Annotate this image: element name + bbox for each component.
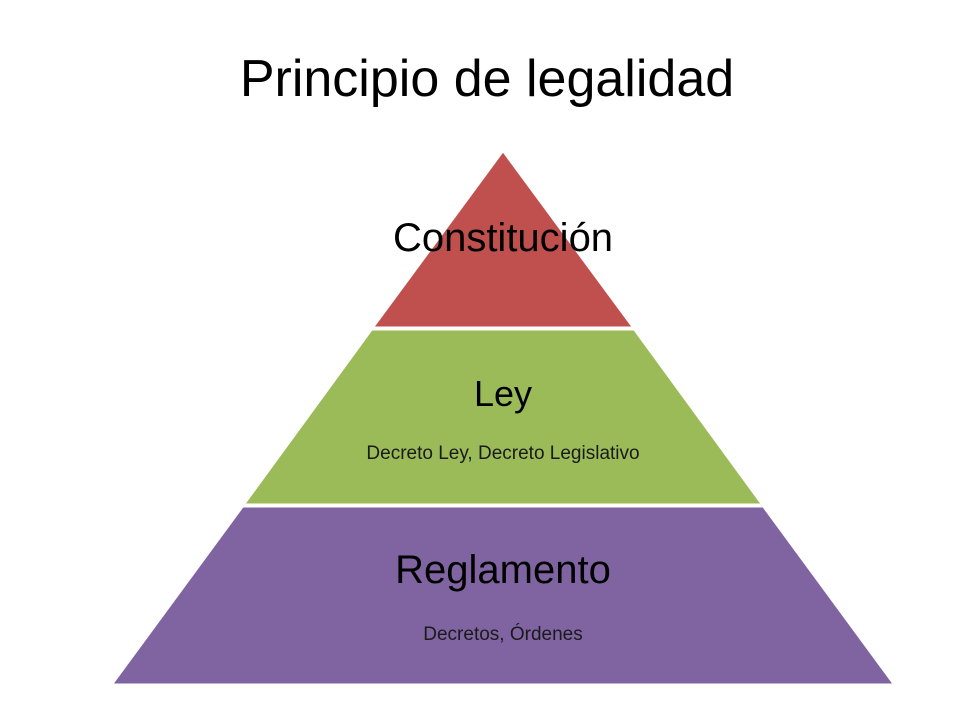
level-subtitle-ley: Decreto Ley, Decreto Legislativo <box>366 443 639 464</box>
slide-title: Principio de legalidad <box>239 50 735 108</box>
pyramid-level-constitucion <box>373 151 633 328</box>
level-title-ley: Ley <box>474 373 532 414</box>
level-title-constitucion: Constitución <box>393 216 613 260</box>
level-title-reglamento: Reglamento <box>395 548 611 592</box>
level-subtitle-reglamento: Decretos, Órdenes <box>423 623 582 645</box>
pyramid-level-ley <box>244 329 762 505</box>
pyramid-level-reglamento <box>112 506 894 685</box>
